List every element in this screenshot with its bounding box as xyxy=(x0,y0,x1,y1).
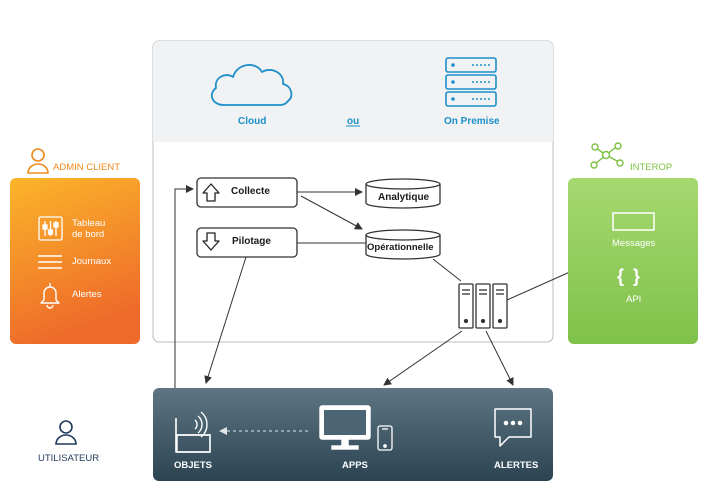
apps-label: APPS xyxy=(342,460,368,471)
dashboard-label[interactable]: Tableau de bord xyxy=(72,218,105,240)
server-towers-icon xyxy=(458,283,508,329)
interop-panel xyxy=(568,178,698,344)
alertes-bottom-label: ALERTES xyxy=(494,460,539,471)
server-rack-icon xyxy=(445,57,497,107)
analytique-label: Analytique xyxy=(378,192,430,203)
arrow-up-icon xyxy=(202,183,220,202)
interop-title: INTEROP xyxy=(630,162,673,173)
journaux-label[interactable]: Journaux xyxy=(72,256,112,267)
chat-alert-icon xyxy=(494,408,532,447)
operationnelle-database[interactable] xyxy=(365,229,441,260)
monitor-icon xyxy=(319,405,371,450)
alertes-admin-label[interactable]: Alertes xyxy=(72,289,102,300)
cloud-label: Cloud xyxy=(238,116,267,127)
dashboard-label-line1: Tableau xyxy=(72,218,106,229)
cloud-icon xyxy=(210,64,293,106)
messages-label[interactable]: Messages xyxy=(612,238,656,249)
router-icon xyxy=(175,411,211,453)
admin-client-title: ADMIN CLIENT xyxy=(53,162,121,173)
dashboard-label-line2: de bord xyxy=(72,229,105,240)
utilisateur-label: UTILISATEUR xyxy=(38,453,100,464)
api-braces-icon: { } xyxy=(617,266,643,286)
network-hub-icon xyxy=(590,142,624,169)
api-label[interactable]: API xyxy=(626,294,642,305)
dashboard-icon xyxy=(38,216,63,241)
objets-label: OBJETS xyxy=(174,460,213,471)
arrow-down-icon xyxy=(202,232,220,251)
bell-icon xyxy=(40,283,60,309)
data-flow-connectors xyxy=(174,185,591,388)
operationnelle-label: Opérationnelle xyxy=(367,242,434,253)
messages-icon xyxy=(612,212,655,231)
onpremise-label: On Premise xyxy=(444,116,500,127)
end-user-icon xyxy=(55,420,77,445)
phone-icon xyxy=(377,425,393,451)
admin-user-icon xyxy=(27,148,49,174)
collecte-label: Collecte xyxy=(231,186,270,197)
analytique-database[interactable] xyxy=(365,178,441,209)
pilotage-label: Pilotage xyxy=(232,236,271,247)
or-label: ou xyxy=(347,116,360,127)
list-icon xyxy=(38,255,62,269)
